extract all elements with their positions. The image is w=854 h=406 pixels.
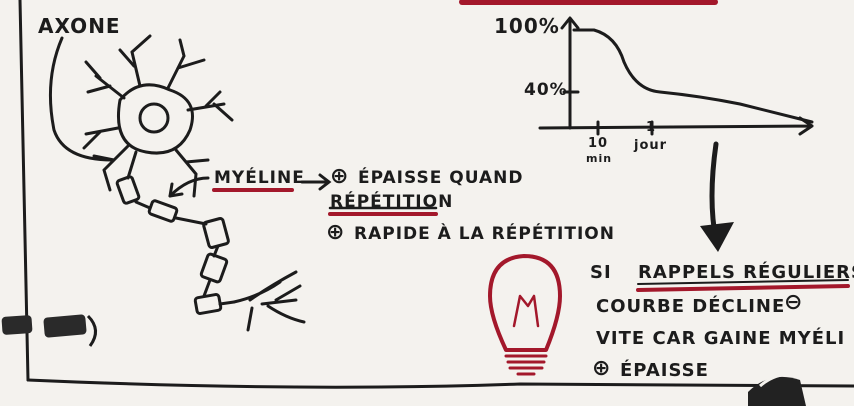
chart-tick-label-jour: jour	[634, 138, 668, 153]
chart-tick-label-1: 1	[646, 120, 657, 135]
text-epaisse-quand: ÉPAISSE QUAND	[358, 168, 524, 188]
forgetting-curve-chart	[538, 16, 814, 136]
text-rappels-reguliers: RAPPELS RÉGULIERS	[638, 262, 854, 283]
myeline-pointer-arrow	[168, 176, 210, 198]
arrow-icon	[300, 173, 332, 191]
text-courbe-decline: COURBE DÉCLINE	[596, 296, 786, 317]
down-arrow	[700, 141, 734, 252]
chart-tick-label-100: 100%	[494, 14, 560, 38]
left-edge-marks	[1, 314, 97, 347]
neuron-drawing	[48, 34, 306, 332]
text-si: SI	[590, 262, 612, 283]
text-epaisse: ÉPAISSE	[620, 360, 709, 381]
chart-tick-label-40: 40%	[524, 80, 568, 100]
corner-mark	[748, 376, 806, 406]
plus-icon-2: ⊕	[326, 220, 346, 245]
lightbulb-icon	[488, 254, 562, 376]
axone-label: AXONE	[38, 14, 121, 38]
plus-icon-1: ⊕	[330, 164, 350, 189]
chart-tick-label-10: 10	[588, 136, 609, 151]
corner-stroke	[759, 372, 799, 388]
text-vite-car: VITE CAR GAINE MYÉLI	[596, 328, 846, 349]
underline-rappels	[636, 284, 850, 292]
myeline-label: MYÉLINE	[214, 168, 305, 188]
text-repetition: RÉPÉTITION	[330, 192, 454, 212]
minus-icon: ⊖	[784, 290, 804, 315]
text-rapide: RAPIDE À LA RÉPÉTITION	[354, 224, 615, 244]
x-axis	[538, 116, 814, 136]
curve-line	[572, 28, 814, 124]
underline-rappels-black	[637, 279, 849, 285]
chart-tick-label-min: min	[586, 152, 613, 165]
y-axis	[560, 16, 580, 130]
plus-icon-3: ⊕	[592, 356, 612, 381]
